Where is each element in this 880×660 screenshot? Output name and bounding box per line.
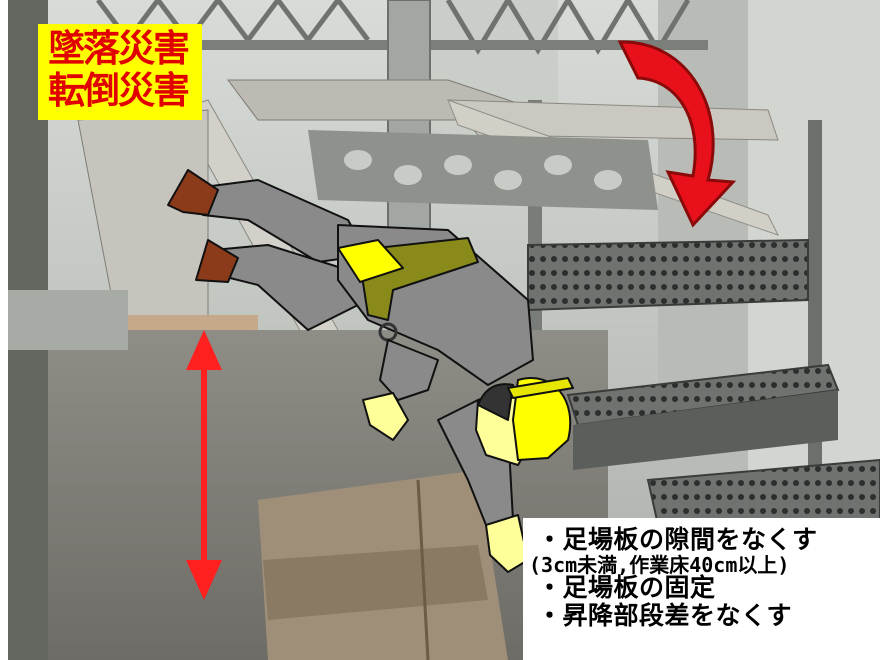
note-remove-step: ・昇降部段差をなくす: [537, 601, 793, 630]
falling-worker-icon: [167, 169, 574, 573]
hazard-title-line-trip: 転倒災害: [48, 69, 190, 112]
countermeasure-notes: ・足場板の隙間をなくす (3cm未満,作業床40cm以上) ・足場板の固定 ・昇…: [523, 518, 880, 660]
note-fix-boards: ・足場板の固定: [537, 573, 716, 602]
double-arrow-icon: [186, 330, 222, 600]
note-close-gaps: ・足場板の隙間をなくす: [537, 525, 818, 554]
scaffold-photo: [8, 0, 880, 660]
hazard-title-label: 墜落災害 転倒災害: [38, 24, 202, 120]
hazard-title-line-fall: 墜落災害: [48, 27, 190, 70]
note-gap-spec: (3cm未満,作業床40cm以上): [529, 553, 790, 577]
curved-arrow-icon: [617, 40, 737, 228]
